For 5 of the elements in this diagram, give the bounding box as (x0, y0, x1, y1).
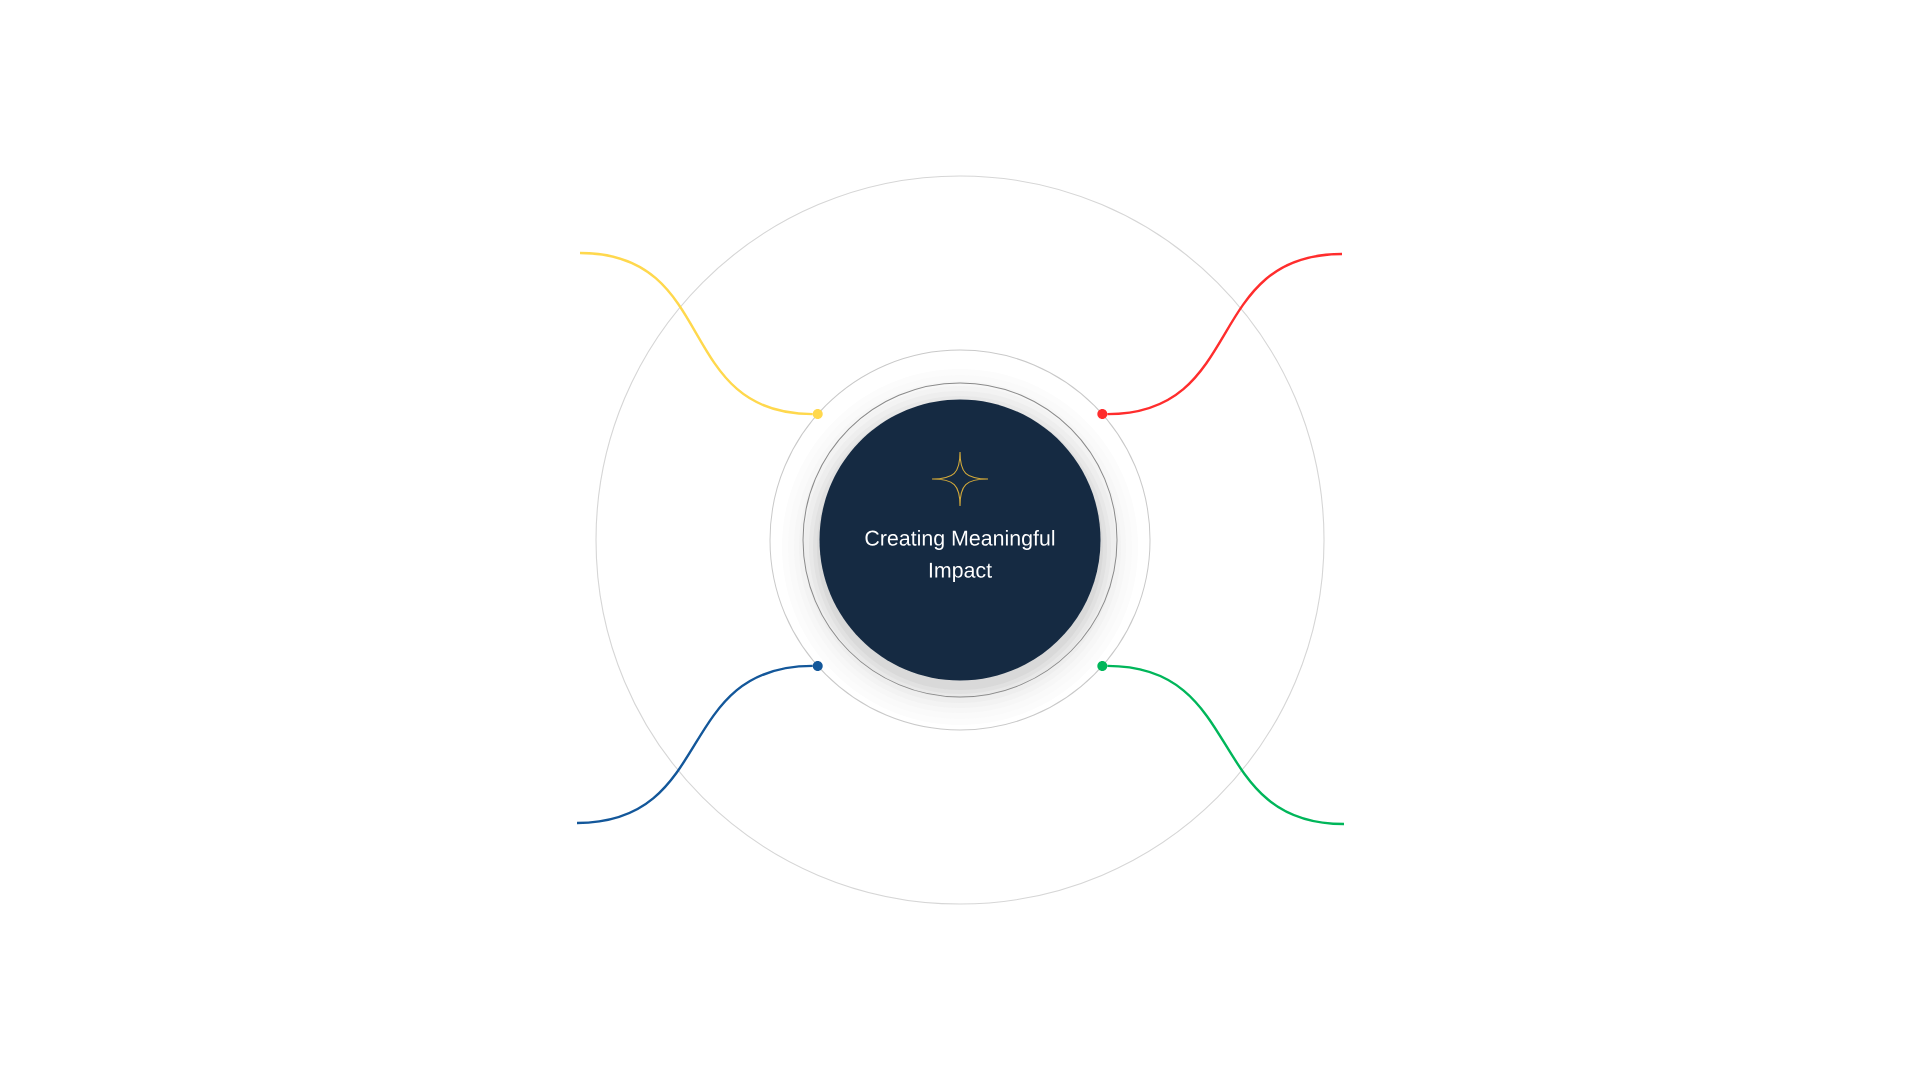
curved-connector (1107, 664, 1345, 826)
outer-ring (769, 349, 1151, 731)
curved-connector (576, 664, 813, 825)
curved-connector (1107, 252, 1343, 416)
curved-connector (579, 251, 813, 416)
